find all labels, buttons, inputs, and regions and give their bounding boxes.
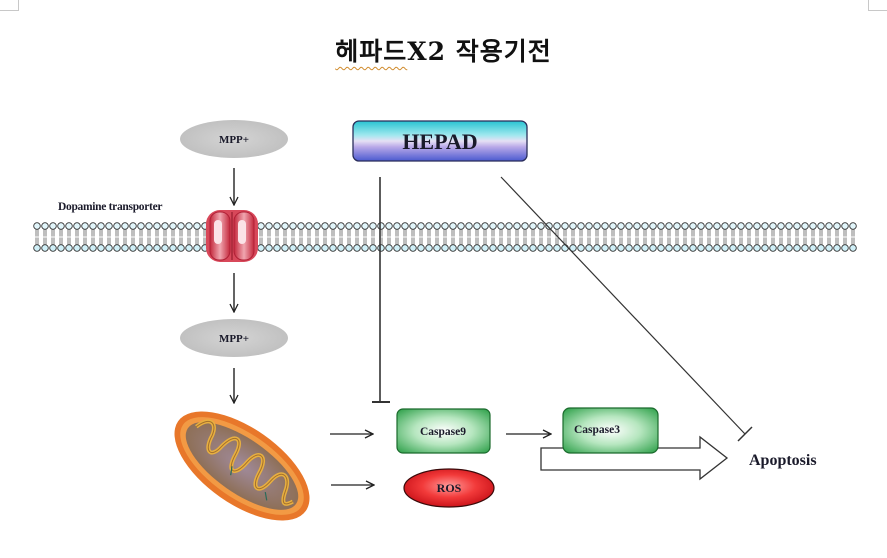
block-arrow-to-apoptosis (540, 435, 729, 481)
mpp-outside-ellipse (180, 120, 288, 158)
hepad-box (352, 120, 528, 162)
ros-node: ROS (403, 468, 495, 508)
inhibit-hepad-caspase9 (372, 177, 390, 403)
hepad-label: HEPAD (402, 129, 477, 154)
page-margin-corner-top-right (868, 0, 887, 11)
mitochondrion-icon (174, 411, 310, 521)
caspase3-label: Caspase3 (574, 424, 620, 436)
caspase3-box (562, 407, 659, 454)
transporter-label: Dopamine transporter (58, 201, 162, 213)
document-title: 헤파드X2 작용기전 (0, 32, 887, 68)
mpp-outside-node: MPP+ (180, 120, 288, 158)
caspase9-box (396, 408, 491, 454)
hepad-node: HEPAD (352, 120, 528, 162)
mpp-outside-label: MPP+ (219, 134, 249, 146)
caspase9-label: Caspase9 (420, 426, 466, 438)
title-misspelled-word: 헤파드 (335, 37, 408, 66)
mpp-inside-ellipse (180, 319, 288, 357)
title-rest: X2 작용기전 (407, 37, 552, 66)
ros-label: ROS (437, 481, 462, 495)
ros-ellipse (403, 468, 495, 508)
page-margin-corner-top-left (0, 0, 19, 11)
caspase9-node: Caspase9 (396, 408, 491, 454)
lipid-bilayer (33, 222, 857, 252)
mpp-inside-node: MPP+ (180, 319, 288, 357)
cell-membrane (33, 222, 857, 252)
caspase3-node: Caspase3 (562, 407, 659, 454)
mpp-inside-label: MPP+ (219, 333, 249, 345)
apoptosis-label: Apoptosis (749, 452, 817, 469)
dopamine-transporter-icon (206, 210, 258, 262)
inhibit-hepad-apoptosis (500, 176, 753, 442)
